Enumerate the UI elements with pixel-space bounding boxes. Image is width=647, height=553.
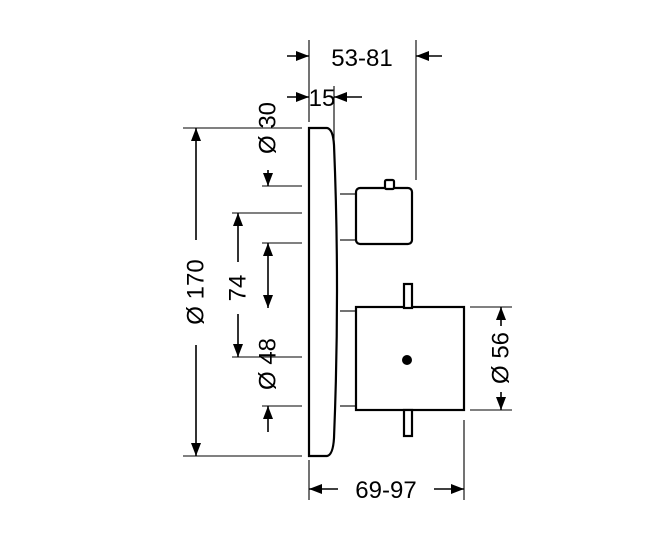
- wall-plate: [307, 126, 339, 458]
- dim-diam-56-label: Ø 56: [488, 332, 515, 384]
- thermostat-lever-top: [402, 282, 414, 310]
- dim-69-97: 69-97: [309, 477, 464, 504]
- dim-diam-30: Ø 30: [255, 102, 282, 186]
- dim-diam-48: Ø 48: [255, 243, 282, 432]
- flow-handle-stem: [383, 178, 396, 191]
- dim-diam-30-label: Ø 30: [255, 102, 282, 154]
- dim-diam-56: Ø 56: [488, 307, 515, 410]
- dim-15: 15: [287, 85, 362, 112]
- dim-diam-48-label: Ø 48: [255, 338, 282, 390]
- flow-handle: [354, 186, 414, 246]
- dim-53-81-label: 53-81: [331, 45, 392, 72]
- dim-diam-170: Ø 170: [183, 128, 210, 456]
- dim-74-label: 74: [225, 275, 252, 302]
- dim-69-97-label: 69-97: [355, 477, 416, 504]
- thermostat-center-dot: [402, 355, 412, 365]
- thermostat-lever-bottom: [402, 408, 414, 438]
- dim-diam-170-label: Ø 170: [183, 259, 210, 324]
- mixer-body: [307, 126, 466, 458]
- dim-53-81: 53-81: [287, 45, 442, 72]
- dim-74: 74: [225, 213, 252, 357]
- extension-lines: [183, 40, 512, 500]
- dim-15-label: 15: [309, 85, 336, 112]
